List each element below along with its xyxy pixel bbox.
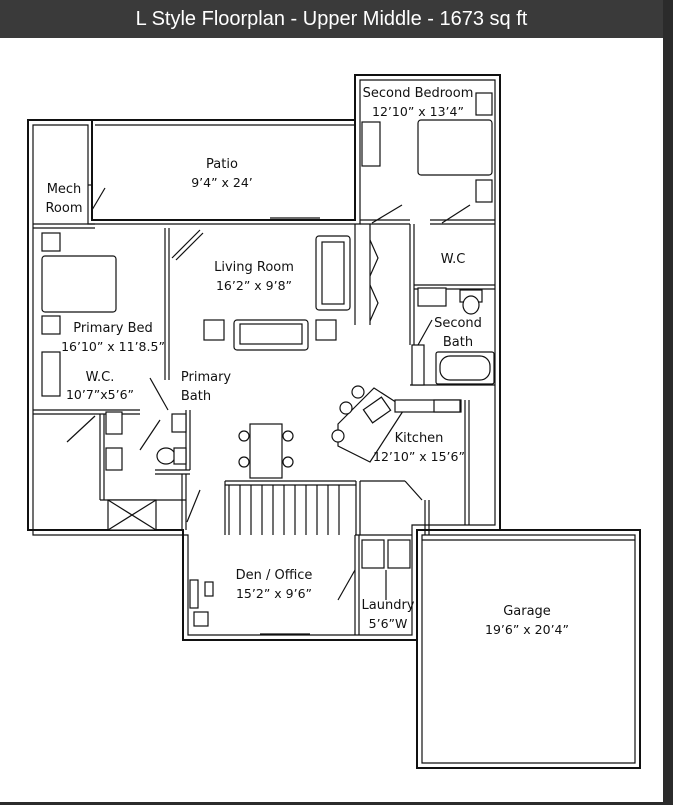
den-size: 15’2” x 9’6” [236,586,312,601]
garage-size: 19’6” x 20’4” [485,622,569,637]
mech-room-label-2: Room [45,201,82,216]
kitchen-label: Kitchen [395,431,444,446]
mech-room-label-1: Mech [47,182,82,197]
interior-walls [33,184,495,635]
kitchen-size: 12’10” x 15’6” [373,449,465,464]
second-bath-label-1: Second [434,316,482,331]
laundry-label: Laundry [362,598,415,613]
wc-top-label: W.C [441,252,466,267]
living-room-size: 16’2” x 9’8” [216,278,292,293]
room-labels: Second Bedroom 12’10” x 13’4” Patio 9’4”… [45,86,569,637]
second-bedroom-size: 12’10” x 13’4” [372,104,464,119]
right-frame [663,0,673,805]
wc-left-label: W.C. [86,370,115,385]
fixtures [41,92,495,627]
bottom-frame [0,802,663,805]
den-label: Den / Office [236,568,313,583]
doors [66,187,471,635]
garage-label: Garage [503,604,551,619]
exterior-walls [27,74,641,769]
patio-label: Patio [206,157,238,172]
second-bath-label-2: Bath [443,335,473,350]
wc-left-size: 10’7”x5’6” [66,387,134,402]
laundry-size: 5’6”W [369,616,408,631]
living-room-label: Living Room [214,260,294,275]
patio-size: 9’4” x 24’ [191,175,253,190]
primary-bed-size: 16’10” x 11’8.5” [61,339,165,354]
second-bedroom-label: Second Bedroom [363,86,474,101]
floorplan-title: L Style Floorplan - Upper Middle - 1673 … [0,0,663,38]
primary-bath-label-2: Bath [181,389,211,404]
primary-bath-label-1: Primary [181,370,232,385]
primary-bed-label: Primary Bed [73,321,153,336]
